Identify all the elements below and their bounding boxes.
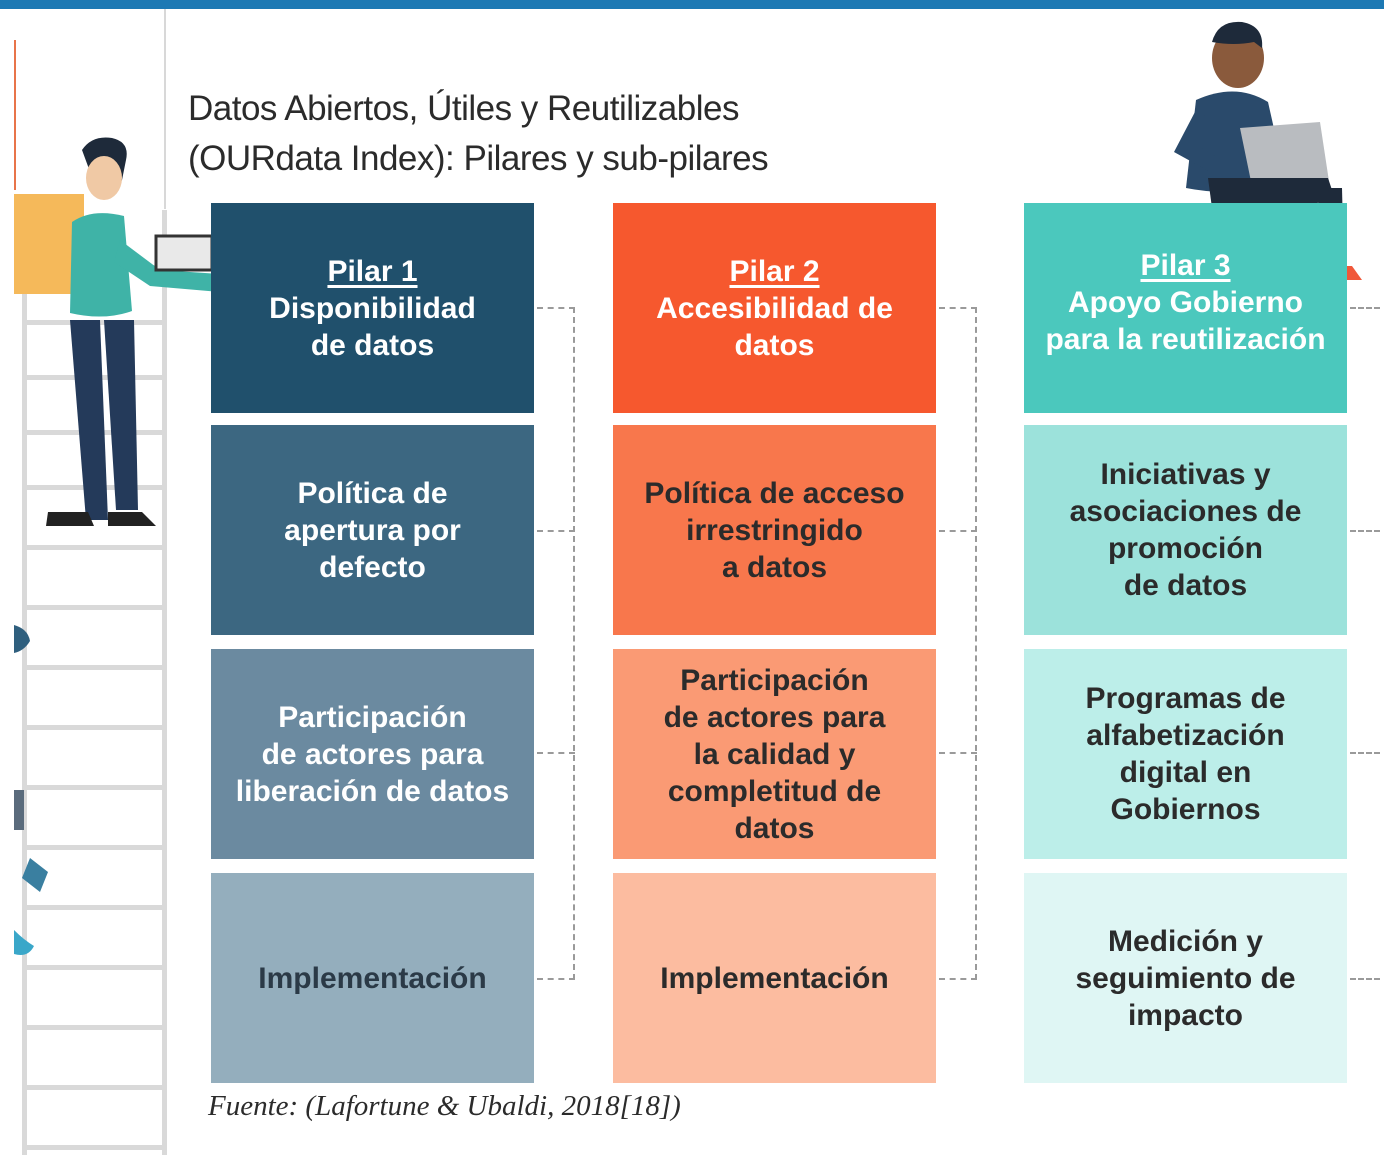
connector-line <box>573 307 575 980</box>
falling-item-icon <box>14 625 30 653</box>
connector-line <box>939 978 977 980</box>
connector-line <box>537 530 575 532</box>
connector-line <box>939 752 977 754</box>
pillar-name: Apoyo Gobierno para la reutilización <box>1045 286 1326 356</box>
subpillar-box: Iniciativas y asociaciones de promoción … <box>1024 425 1347 635</box>
pillar-2-header: Pilar 2 Accesibilidad de datos <box>613 203 936 413</box>
subpillar-box: Política de acceso irrestringido a datos <box>613 425 936 635</box>
falling-item-icon <box>14 790 24 830</box>
pillar-label: Pilar 3 <box>1140 249 1231 282</box>
subpillar-text: Participación de actores para liberación… <box>235 700 510 808</box>
subpillar-box: Política de apertura por defecto <box>211 425 534 635</box>
subpillar-box: Implementación <box>211 873 534 1083</box>
source-citation: Fuente: (Lafortune & Ubaldi, 2018[18]) <box>208 1090 681 1122</box>
subpillar-box: Participación de actores para la calidad… <box>613 649 936 859</box>
subpillar-text: Medición y seguimiento de impacto <box>1075 924 1296 1032</box>
subpillar-text: Programas de alfabetización digital en G… <box>1085 682 1286 826</box>
title-line-2: (OURdata Index): Pilares y sub-pilares <box>188 139 769 178</box>
pillar-name: Accesibilidad de datos <box>656 291 893 362</box>
subpillar-text: Implementación <box>258 961 487 995</box>
subpillar-text: Política de acceso irrestringido a datos <box>644 476 905 584</box>
subpillar-text: Política de apertura por defecto <box>284 476 461 584</box>
subpillar-text: Implementación <box>660 961 889 995</box>
connector-line <box>975 307 977 980</box>
pillar-1-header: Pilar 1 Disponibilidad de datos <box>211 203 534 413</box>
connector-line <box>1350 307 1380 309</box>
connector-line <box>1350 978 1380 980</box>
subpillar-box: Medición y seguimiento de impacto <box>1024 873 1347 1083</box>
connector-line <box>939 530 977 532</box>
subpillar-text: Participación de actores para la calidad… <box>663 663 886 845</box>
falling-item-icon <box>14 930 34 955</box>
falling-item-icon <box>22 858 48 892</box>
top-bar <box>0 0 1384 9</box>
connector-line <box>1350 752 1380 754</box>
subpillar-box: Programas de alfabetización digital en G… <box>1024 649 1347 859</box>
pillar-label: Pilar 1 <box>327 254 418 288</box>
subpillar-box: Implementación <box>613 873 936 1083</box>
left-person-illustration <box>46 137 220 526</box>
connector-line <box>537 978 575 980</box>
pillar-name: Disponibilidad de datos <box>269 291 476 362</box>
pillar-label: Pilar 2 <box>729 254 820 288</box>
divider-line <box>164 9 166 209</box>
subpillar-text: Iniciativas y asociaciones de promoción … <box>1069 458 1302 602</box>
accent-line <box>14 40 16 190</box>
pillar-3-header: Pilar 3 Apoyo Gobierno para la reutiliza… <box>1024 203 1347 413</box>
subpillar-box: Participación de actores para liberación… <box>211 649 534 859</box>
diagram-title: Datos Abiertos, Útiles y Reutilizables (… <box>188 84 888 184</box>
connector-line <box>537 307 575 309</box>
connector-line <box>939 307 977 309</box>
title-line-1: Datos Abiertos, Útiles y Reutilizables <box>188 89 739 128</box>
connector-line <box>1350 530 1380 532</box>
connector-line <box>537 752 575 754</box>
